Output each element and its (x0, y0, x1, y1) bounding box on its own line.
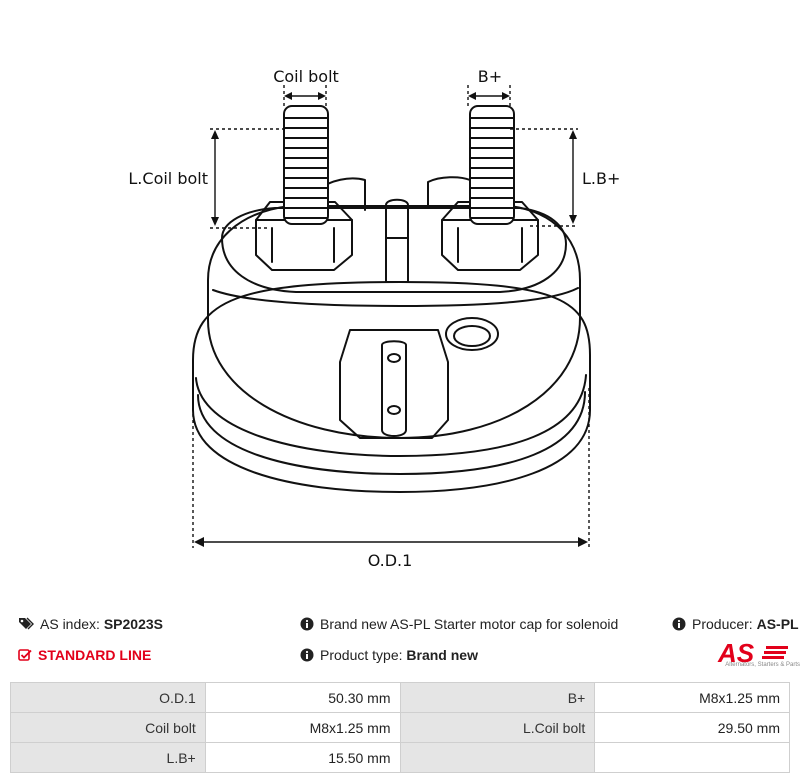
spec-key: B+ (399, 682, 596, 713)
spec-key (399, 742, 596, 773)
label-coil-bolt: Coil bolt (273, 67, 339, 86)
table-row: L.B+ 15.50 mm (10, 742, 790, 773)
logo-tagline: Alternators, Starters & Parts (725, 662, 800, 668)
label-l-b-plus: L.B+ (582, 169, 620, 188)
as-index-row: AS index: SP2023S (18, 616, 163, 632)
label-l-coil-bolt: L.Coil bolt (128, 169, 208, 188)
standard-line-label: STANDARD LINE (38, 647, 152, 663)
spec-value: M8x1.25 mm (204, 712, 401, 743)
spec-key: O.D.1 (10, 682, 206, 713)
as-index-label: AS index: (40, 616, 100, 632)
info-circle-icon (300, 648, 314, 662)
coil-bolt (283, 105, 329, 225)
label-b-plus: B+ (478, 67, 502, 86)
spec-key: Coil bolt (10, 712, 206, 743)
producer-label: Producer: (692, 616, 753, 632)
description-row: Brand new AS-PL Starter motor cap for so… (300, 616, 618, 632)
spec-value: 15.50 mm (204, 742, 401, 773)
product-type-row: Product type: Brand new (300, 647, 478, 663)
spec-value: 29.50 mm (594, 712, 790, 743)
svg-text:AS: AS (717, 640, 755, 668)
check-square-icon (18, 648, 32, 662)
spec-table: O.D.1 50.30 mm B+ M8x1.25 mm Coil bolt M… (10, 682, 790, 773)
info-circle-icon (672, 617, 686, 631)
as-pl-logo: AS (717, 640, 788, 668)
producer-row: Producer: AS-PL (672, 616, 799, 632)
product-type-label: Product type: (320, 647, 403, 663)
technical-drawing: Coil bolt B+ L.Coil bolt L.B+ O.D.1 (128, 67, 620, 570)
info-circle-icon (300, 617, 314, 631)
spec-key: L.Coil bolt (399, 712, 596, 743)
table-row: O.D.1 50.30 mm B+ M8x1.25 mm (10, 682, 790, 713)
base-flange (192, 281, 591, 493)
b-plus-bolt (469, 105, 515, 225)
label-od1: O.D.1 (368, 551, 413, 570)
producer-value: AS-PL (756, 616, 799, 632)
spec-value (594, 742, 790, 773)
product-type-value: Brand new (406, 647, 478, 663)
spec-value: M8x1.25 mm (594, 682, 790, 713)
tags-icon (18, 617, 34, 631)
standard-line-row: STANDARD LINE (18, 647, 151, 663)
description-text: Brand new AS-PL Starter motor cap for so… (320, 616, 619, 632)
spec-value: 50.30 mm (204, 682, 401, 713)
table-row: Coil bolt M8x1.25 mm L.Coil bolt 29.50 m… (10, 712, 790, 743)
as-index-value: SP2023S (103, 616, 163, 632)
spec-key: L.B+ (10, 742, 206, 773)
cap-body (207, 205, 581, 439)
